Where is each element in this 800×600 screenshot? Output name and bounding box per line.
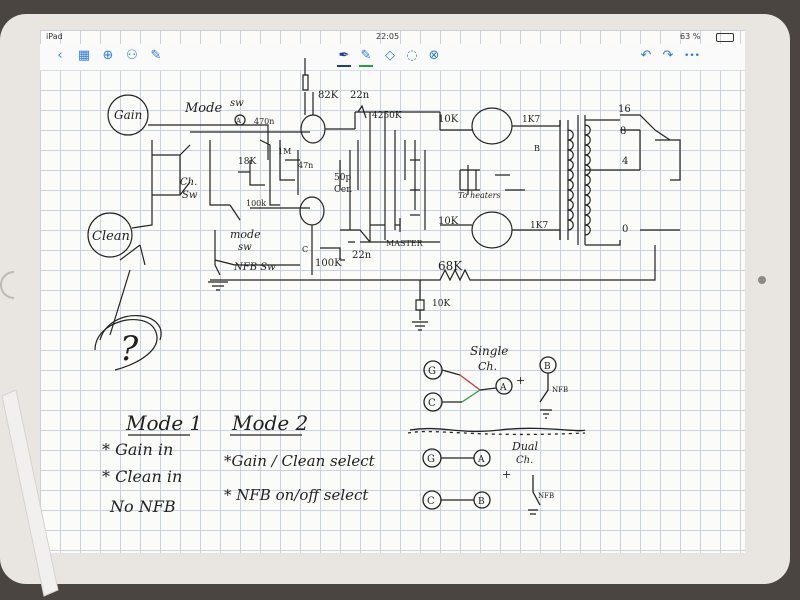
more-icon[interactable]: ••• bbox=[684, 51, 700, 61]
question-mark: ? bbox=[120, 329, 139, 369]
mode-wiring-sketches bbox=[128, 356, 586, 515]
channel-switch-label: Ch. bbox=[180, 177, 197, 188]
clean-knob-label: Clean bbox=[92, 229, 130, 244]
single-b-label: B bbox=[544, 362, 551, 372]
pen-icon[interactable]: ✒ bbox=[336, 48, 352, 67]
r1m-label: 1M bbox=[278, 147, 291, 156]
c47n-label: 47n bbox=[298, 161, 313, 170]
heaters-label: To heaters bbox=[458, 191, 501, 200]
clock: 22:05 bbox=[376, 32, 400, 41]
r4250k-label: 4250K bbox=[372, 111, 402, 121]
gain-knob-circle bbox=[107, 94, 149, 136]
dual-plus: + bbox=[502, 468, 511, 481]
mode1-line2: * Clean in bbox=[102, 467, 182, 486]
mode-notes: Mode 1 * Gain in * Clean in No NFB Mode … bbox=[102, 411, 376, 516]
single-c-label: C bbox=[428, 398, 436, 409]
mode2-title: Mode 2 bbox=[231, 411, 308, 435]
edit-icon[interactable]: ✎ bbox=[150, 48, 162, 63]
dual-b-label: B bbox=[478, 497, 485, 507]
clean-knob-circle bbox=[87, 212, 133, 258]
tap-16-label: 16 bbox=[618, 104, 631, 115]
single-g-label: G bbox=[428, 366, 436, 377]
dual-c-label: C bbox=[427, 496, 435, 507]
r1k-bottom-label: 1K7 bbox=[530, 221, 548, 231]
single-nfb-label: NFB bbox=[552, 386, 568, 394]
share-icon[interactable]: ⚇ bbox=[126, 48, 138, 63]
c22n-bottom-label: 22n bbox=[352, 250, 372, 261]
c50p-type-label: Cer. bbox=[334, 185, 353, 195]
camera-lens bbox=[758, 276, 766, 284]
node-c-label: C bbox=[302, 245, 308, 254]
c50p-label: 50p bbox=[334, 173, 351, 183]
r100k-left-label: 100k bbox=[246, 199, 266, 208]
battery-level: 63 % bbox=[680, 32, 701, 41]
r470n-label: 470n bbox=[254, 117, 274, 126]
dual-channel-title: Dual bbox=[511, 440, 538, 453]
dual-channel-title-2: Ch. bbox=[516, 455, 533, 466]
redo-icon[interactable]: ↷ bbox=[662, 48, 674, 63]
master-pot-label: MASTER bbox=[386, 239, 424, 248]
dual-nfb-label: NFB bbox=[538, 492, 554, 500]
mode1-title: Mode 1 bbox=[125, 411, 202, 435]
add-icon[interactable]: ⊕ bbox=[102, 48, 114, 63]
r82k-label: 82K bbox=[318, 90, 339, 101]
r10k-bottom-label: 10K bbox=[438, 216, 459, 227]
eraser-icon[interactable]: ◇ bbox=[385, 48, 395, 63]
apple-pencil bbox=[1, 390, 59, 597]
mode-switch-label: Mode bbox=[184, 101, 222, 116]
mode2-line1: *Gain / Clean select bbox=[224, 452, 376, 470]
dual-g-label: G bbox=[427, 454, 435, 465]
single-channel-title-2: Ch. bbox=[478, 360, 497, 373]
r18k-label: 18K bbox=[238, 157, 256, 167]
mode1-line1: * Gain in bbox=[102, 440, 173, 459]
node-a-label: A bbox=[235, 117, 242, 125]
mode-switch-lower-label: mode bbox=[230, 228, 261, 241]
highlighter-icon[interactable]: ✎ bbox=[358, 48, 374, 67]
channel-switch-label-2: Sw bbox=[182, 190, 198, 201]
r68k-label: 68K bbox=[438, 259, 463, 273]
handwritten-drawing: Gain Clean Mode sw Ch. Sw mode sw NFB Sw… bbox=[87, 58, 681, 516]
mode1-line3: No NFB bbox=[109, 497, 176, 516]
single-channel-title: Single bbox=[470, 344, 508, 358]
back-icon[interactable]: ‹ bbox=[57, 48, 63, 63]
r1k-top-label: 1K7 bbox=[522, 115, 540, 125]
tap-0-label: 0 bbox=[622, 224, 628, 235]
battery-icon bbox=[716, 33, 734, 42]
c22n-top-label: 22n bbox=[350, 90, 370, 101]
mode2-line2: * NFB on/off select bbox=[224, 486, 369, 504]
single-plus: + bbox=[516, 374, 525, 387]
status-bar: iPad 22:05 63 % bbox=[40, 30, 745, 44]
mode-switch-lower-suffix: sw bbox=[238, 242, 252, 253]
undo-icon[interactable]: ↶ bbox=[640, 48, 652, 63]
lasso-icon[interactable]: ◌ bbox=[406, 48, 418, 63]
r100k-bottom-label: 100K bbox=[315, 258, 342, 269]
schematic-labels: Gain Clean Mode sw Ch. Sw mode sw NFB Sw… bbox=[92, 90, 631, 369]
toolbar: ‹ ▦ ⊕ ⚇ ✎ ✒ ✎ ◇ ◌ ⊗ ↶ ↷ ••• bbox=[40, 44, 745, 71]
grid-icon[interactable]: ▦ bbox=[77, 48, 91, 63]
mode-sketch-labels: Single Ch. G C A B NFB + Dual Ch. G A C … bbox=[427, 344, 568, 507]
r10k-top-label: 10K bbox=[438, 114, 459, 125]
home-button[interactable] bbox=[0, 270, 15, 300]
schematic-wires bbox=[87, 58, 681, 371]
tap-8-label: 8 bbox=[620, 126, 626, 137]
mode-switch-suffix: sw bbox=[230, 98, 244, 109]
device-label: iPad bbox=[46, 32, 63, 41]
nfb-switch-label: NFB Sw bbox=[233, 262, 276, 273]
close-icon[interactable]: ⊗ bbox=[428, 48, 440, 63]
gain-knob-label: Gain bbox=[114, 108, 142, 122]
dual-a-label: A bbox=[477, 455, 485, 465]
tap-4-label: 4 bbox=[622, 156, 628, 167]
r10k-nfb-label: 10K bbox=[432, 299, 450, 309]
single-a-label: A bbox=[499, 383, 507, 393]
notes-canvas[interactable]: iPad 22:05 63 % ‹ ▦ ⊕ ⚇ ✎ ✒ ✎ ◇ ◌ ⊗ ↶ ↷ … bbox=[40, 30, 745, 553]
node-b-label: B bbox=[534, 144, 540, 153]
